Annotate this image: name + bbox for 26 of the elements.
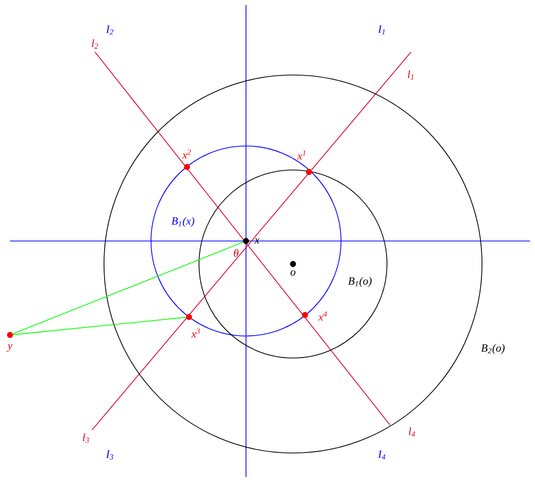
label: l$_{2}$ bbox=[92, 39, 98, 49]
node-label: x$^{3}$ bbox=[191, 328, 200, 338]
point: x$^{2}$ bbox=[182, 149, 191, 170]
node-label: x$^{2}$ bbox=[182, 149, 191, 159]
point: x$^{1}$ bbox=[297, 150, 312, 175]
point: x$^{4}$ bbox=[302, 311, 327, 320]
label: B$_{2}$(o) bbox=[481, 344, 505, 354]
label: l$_{1}$ bbox=[408, 70, 414, 80]
label: l$_{4}$ bbox=[408, 427, 416, 437]
label: I$_{1}$ bbox=[378, 26, 385, 34]
node-label: x$^{4}$ bbox=[318, 311, 327, 321]
node-label: y bbox=[6, 344, 12, 352]
line-segment bbox=[12, 316, 186, 336]
label: I$_{3}$ bbox=[106, 450, 114, 460]
point: y bbox=[6, 332, 13, 352]
label: I$_{4}$ bbox=[378, 450, 386, 460]
label: θ bbox=[234, 249, 238, 257]
node-label: x$^{1}$ bbox=[297, 150, 306, 160]
point: x$^{3}$ bbox=[186, 314, 200, 338]
label: I$_{2}$ bbox=[106, 26, 114, 34]
label: B$_{1}$(o) bbox=[348, 277, 372, 287]
label: l$_{3}$ bbox=[82, 433, 89, 443]
point: o bbox=[290, 261, 296, 276]
label: B$_{1}$(x) bbox=[171, 217, 194, 227]
line-segment bbox=[12, 242, 244, 334]
node-label: o bbox=[290, 270, 296, 276]
